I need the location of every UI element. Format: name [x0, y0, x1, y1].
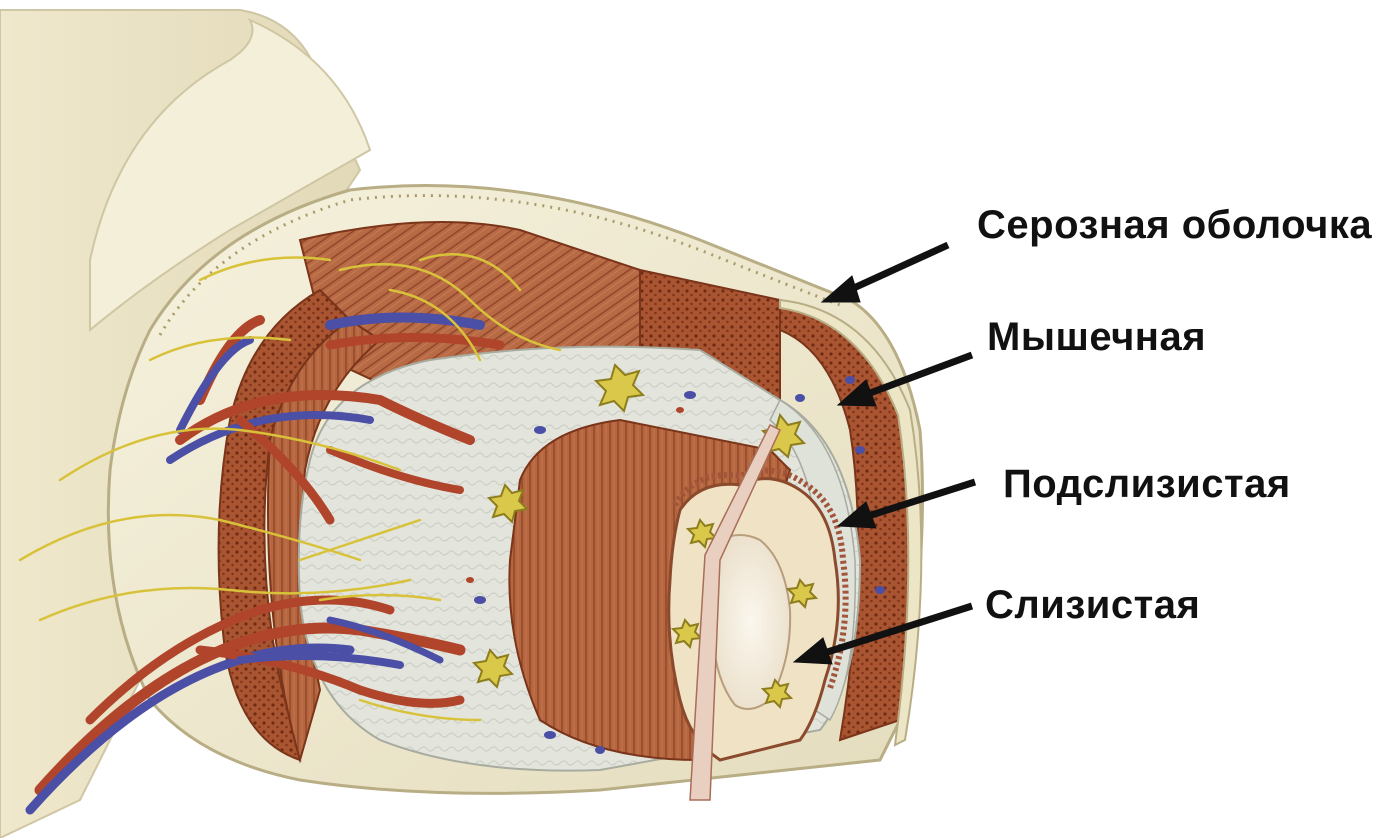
label-submucosa: Подслизистая	[1003, 462, 1291, 507]
label-muscular: Мышечная	[987, 315, 1206, 360]
label-serosa: Серозная оболочка	[977, 203, 1372, 248]
arrow-left-icon	[822, 276, 860, 302]
label-mucosa: Слизистая	[985, 583, 1200, 628]
